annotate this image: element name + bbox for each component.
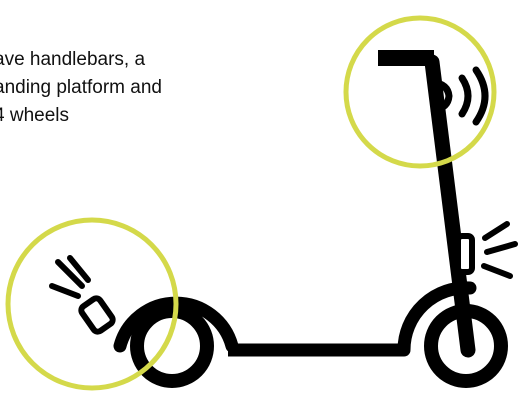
highlight-circle-handlebar [346, 18, 494, 166]
brake-light-icon [458, 224, 515, 276]
headlight-icon [52, 258, 115, 334]
highlight-circles [8, 18, 494, 388]
